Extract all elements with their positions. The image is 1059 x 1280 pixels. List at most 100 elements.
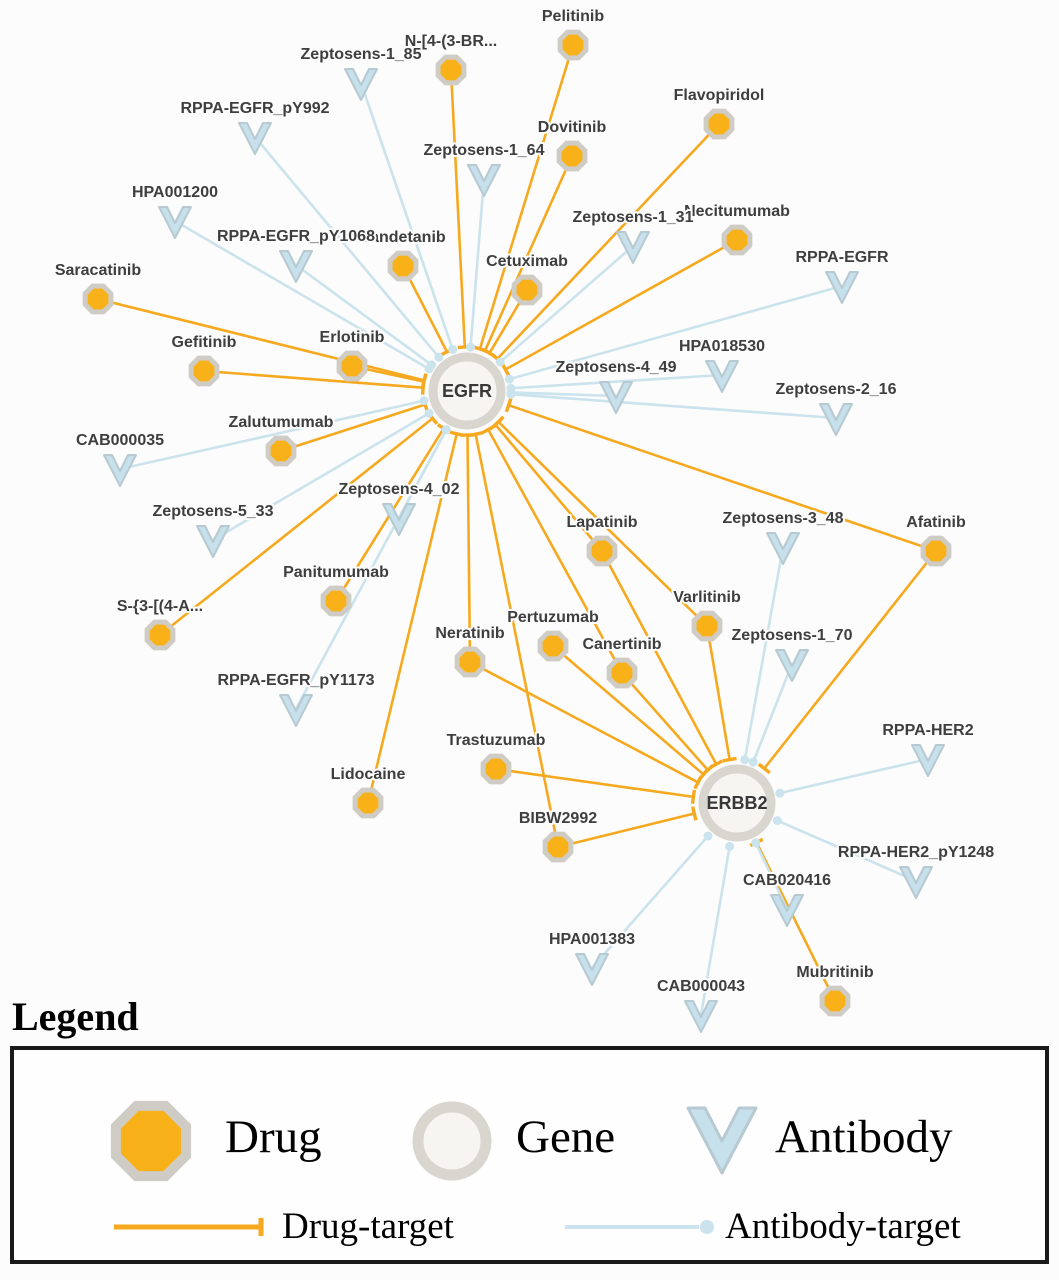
antibody-label-cab000043: CAB000043 <box>657 978 745 995</box>
antibody-chevron-shape <box>686 1106 758 1175</box>
drug-node-neratinib <box>454 646 486 678</box>
antibody-label-rppa-her2-py1248: RPPA-HER2_pY1248 <box>838 844 994 861</box>
antibody-target-edge <box>212 412 430 542</box>
inhibition-cap <box>693 775 703 790</box>
inhibition-cap <box>500 362 511 377</box>
antibody-node-rppa-her2-py1248 <box>899 866 933 899</box>
inhibition-cap <box>482 348 497 359</box>
antibody-node-rppa-egfr-py1068 <box>279 250 313 283</box>
drug-node-afatinib <box>920 535 952 567</box>
gene-node-egfr <box>428 352 506 430</box>
antibody-target-edge <box>295 263 433 366</box>
antibody-chevron-shape <box>279 250 313 283</box>
drug-node-canertinib <box>606 657 638 689</box>
edge-endpoint-dot <box>466 342 476 352</box>
legend-label-drug-target: Drug-target <box>282 1206 454 1247</box>
drug-target-edge <box>552 645 705 776</box>
drug-node-lidocaine <box>352 787 384 819</box>
antibody-target-edge <box>174 219 430 370</box>
drug-octagon-shape <box>691 610 723 642</box>
drug-octagon-shape <box>387 250 419 282</box>
drug-node-saracatinib <box>82 283 114 315</box>
edge-endpoint-dot <box>427 360 437 370</box>
drug-label-panitumumab: Panitumumab <box>283 564 389 581</box>
antibody-target-edge <box>510 373 723 390</box>
drug-node-varlitinib <box>691 610 723 642</box>
legend-label-antibody-target: Antibody-target <box>725 1206 961 1247</box>
edge-endpoint-dot <box>700 1220 714 1234</box>
label-layer: EGFRERBB2PelitinibN-[4-(3-BR...Dovitinib… <box>53 6 996 997</box>
drug-legend-icon <box>110 1100 192 1182</box>
antibody-chevron-shape <box>103 454 137 487</box>
drug-octagon-shape <box>454 646 486 678</box>
drug-label-lidocaine: Lidocaine <box>331 766 406 783</box>
antibody-label-rppa-egfr-py992: RPPA-EGFR_pY992 <box>180 100 329 117</box>
antibody-target-edge <box>509 284 843 381</box>
drug-target-edge <box>557 812 695 849</box>
gene-legend-icon <box>412 1101 492 1181</box>
drug-target-edge <box>487 428 624 674</box>
antibody-chevron-shape <box>770 894 804 927</box>
node-layer <box>82 29 952 1033</box>
antibody-chevron-shape <box>825 271 859 304</box>
drug-target-edge <box>508 403 937 553</box>
drug-target-edge <box>705 625 731 760</box>
antibody-label-hpa001200: HPA001200 <box>132 184 218 201</box>
inhibition-cap <box>468 431 483 438</box>
drug-octagon-shape <box>556 140 588 172</box>
drug-node-pelitinib <box>557 29 589 61</box>
antibody-chevron-shape <box>158 206 192 239</box>
drug-node-cetuximab <box>511 274 543 306</box>
drug-octagon-shape <box>557 29 589 61</box>
drug-octagon-shape <box>606 657 638 689</box>
drug-target-edge <box>474 433 560 848</box>
inhibition-cap <box>757 762 771 775</box>
edge-endpoint-dot <box>504 374 514 384</box>
antibody-label-zeptosens-4-49: Zeptosens-4_49 <box>556 359 677 376</box>
gene-label-erbb2: ERBB2 <box>706 793 767 813</box>
antibody-chevron-shape <box>279 694 313 727</box>
antibody-label-zeptosens-2-16: Zeptosens-2_16 <box>776 381 897 398</box>
antibody-chevron-shape <box>819 403 853 436</box>
drug-octagon-shape <box>542 831 574 863</box>
drug-target-edge <box>621 672 709 771</box>
drug-target-edge <box>449 69 467 348</box>
drug-octagon-shape <box>82 283 114 315</box>
drug-node-pertuzumab <box>537 630 569 662</box>
drug-label-afatinib: Afatinib <box>906 514 966 531</box>
antibody-chevron-shape <box>766 532 800 565</box>
antibody-node-hpa018530 <box>705 360 739 393</box>
drug-target-edge <box>478 44 575 350</box>
inhibition-cap <box>492 415 505 428</box>
inhibition-cap <box>690 789 697 805</box>
drug-target-legend-line <box>114 1218 264 1236</box>
drug-node-erlotinib <box>336 350 368 382</box>
antibody-chevron-shape <box>382 503 416 536</box>
drug-node-lapatinib <box>586 535 618 567</box>
drug-octagon-shape <box>110 1100 192 1182</box>
drug-octagon-shape <box>320 585 352 617</box>
inhibition-cap <box>481 424 496 435</box>
antibody-node-rppa-egfr-py1173 <box>279 694 313 727</box>
drug-octagon-shape <box>920 535 952 567</box>
antibody-target-edge <box>754 842 789 910</box>
drug-octagon-shape <box>586 535 618 567</box>
antibody-node-hpa001200 <box>158 206 192 239</box>
antibody-chevron-shape <box>196 525 230 558</box>
antibody-chevron-shape <box>616 231 650 264</box>
antibody-label-rppa-egfr: RPPA-EGFR <box>795 249 888 266</box>
antibody-target-edge <box>776 819 917 883</box>
edge-endpoint-dot <box>448 344 458 354</box>
antibody-node-zeptosens-1-70 <box>775 649 809 682</box>
antibody-label-zeptosens-1-70: Zeptosens-1_70 <box>732 627 853 644</box>
antibody-node-rppa-egfr-py992 <box>238 122 272 155</box>
antibody-label-zeptosens-1-85: Zeptosens-1_85 <box>301 46 422 63</box>
drug-octagon-shape <box>336 350 368 382</box>
antibody-node-cab020416 <box>770 894 804 927</box>
gene-circle-shape <box>412 1101 492 1181</box>
antibody-target-edge <box>751 663 794 763</box>
legend-box: Drug Gene Antibody Drug-target Antibody-… <box>10 1046 1049 1264</box>
drug-target-edge <box>483 155 574 352</box>
antibody-node-zeptosens-4-02 <box>382 503 416 536</box>
drug-node-mubritinib <box>819 985 851 1017</box>
